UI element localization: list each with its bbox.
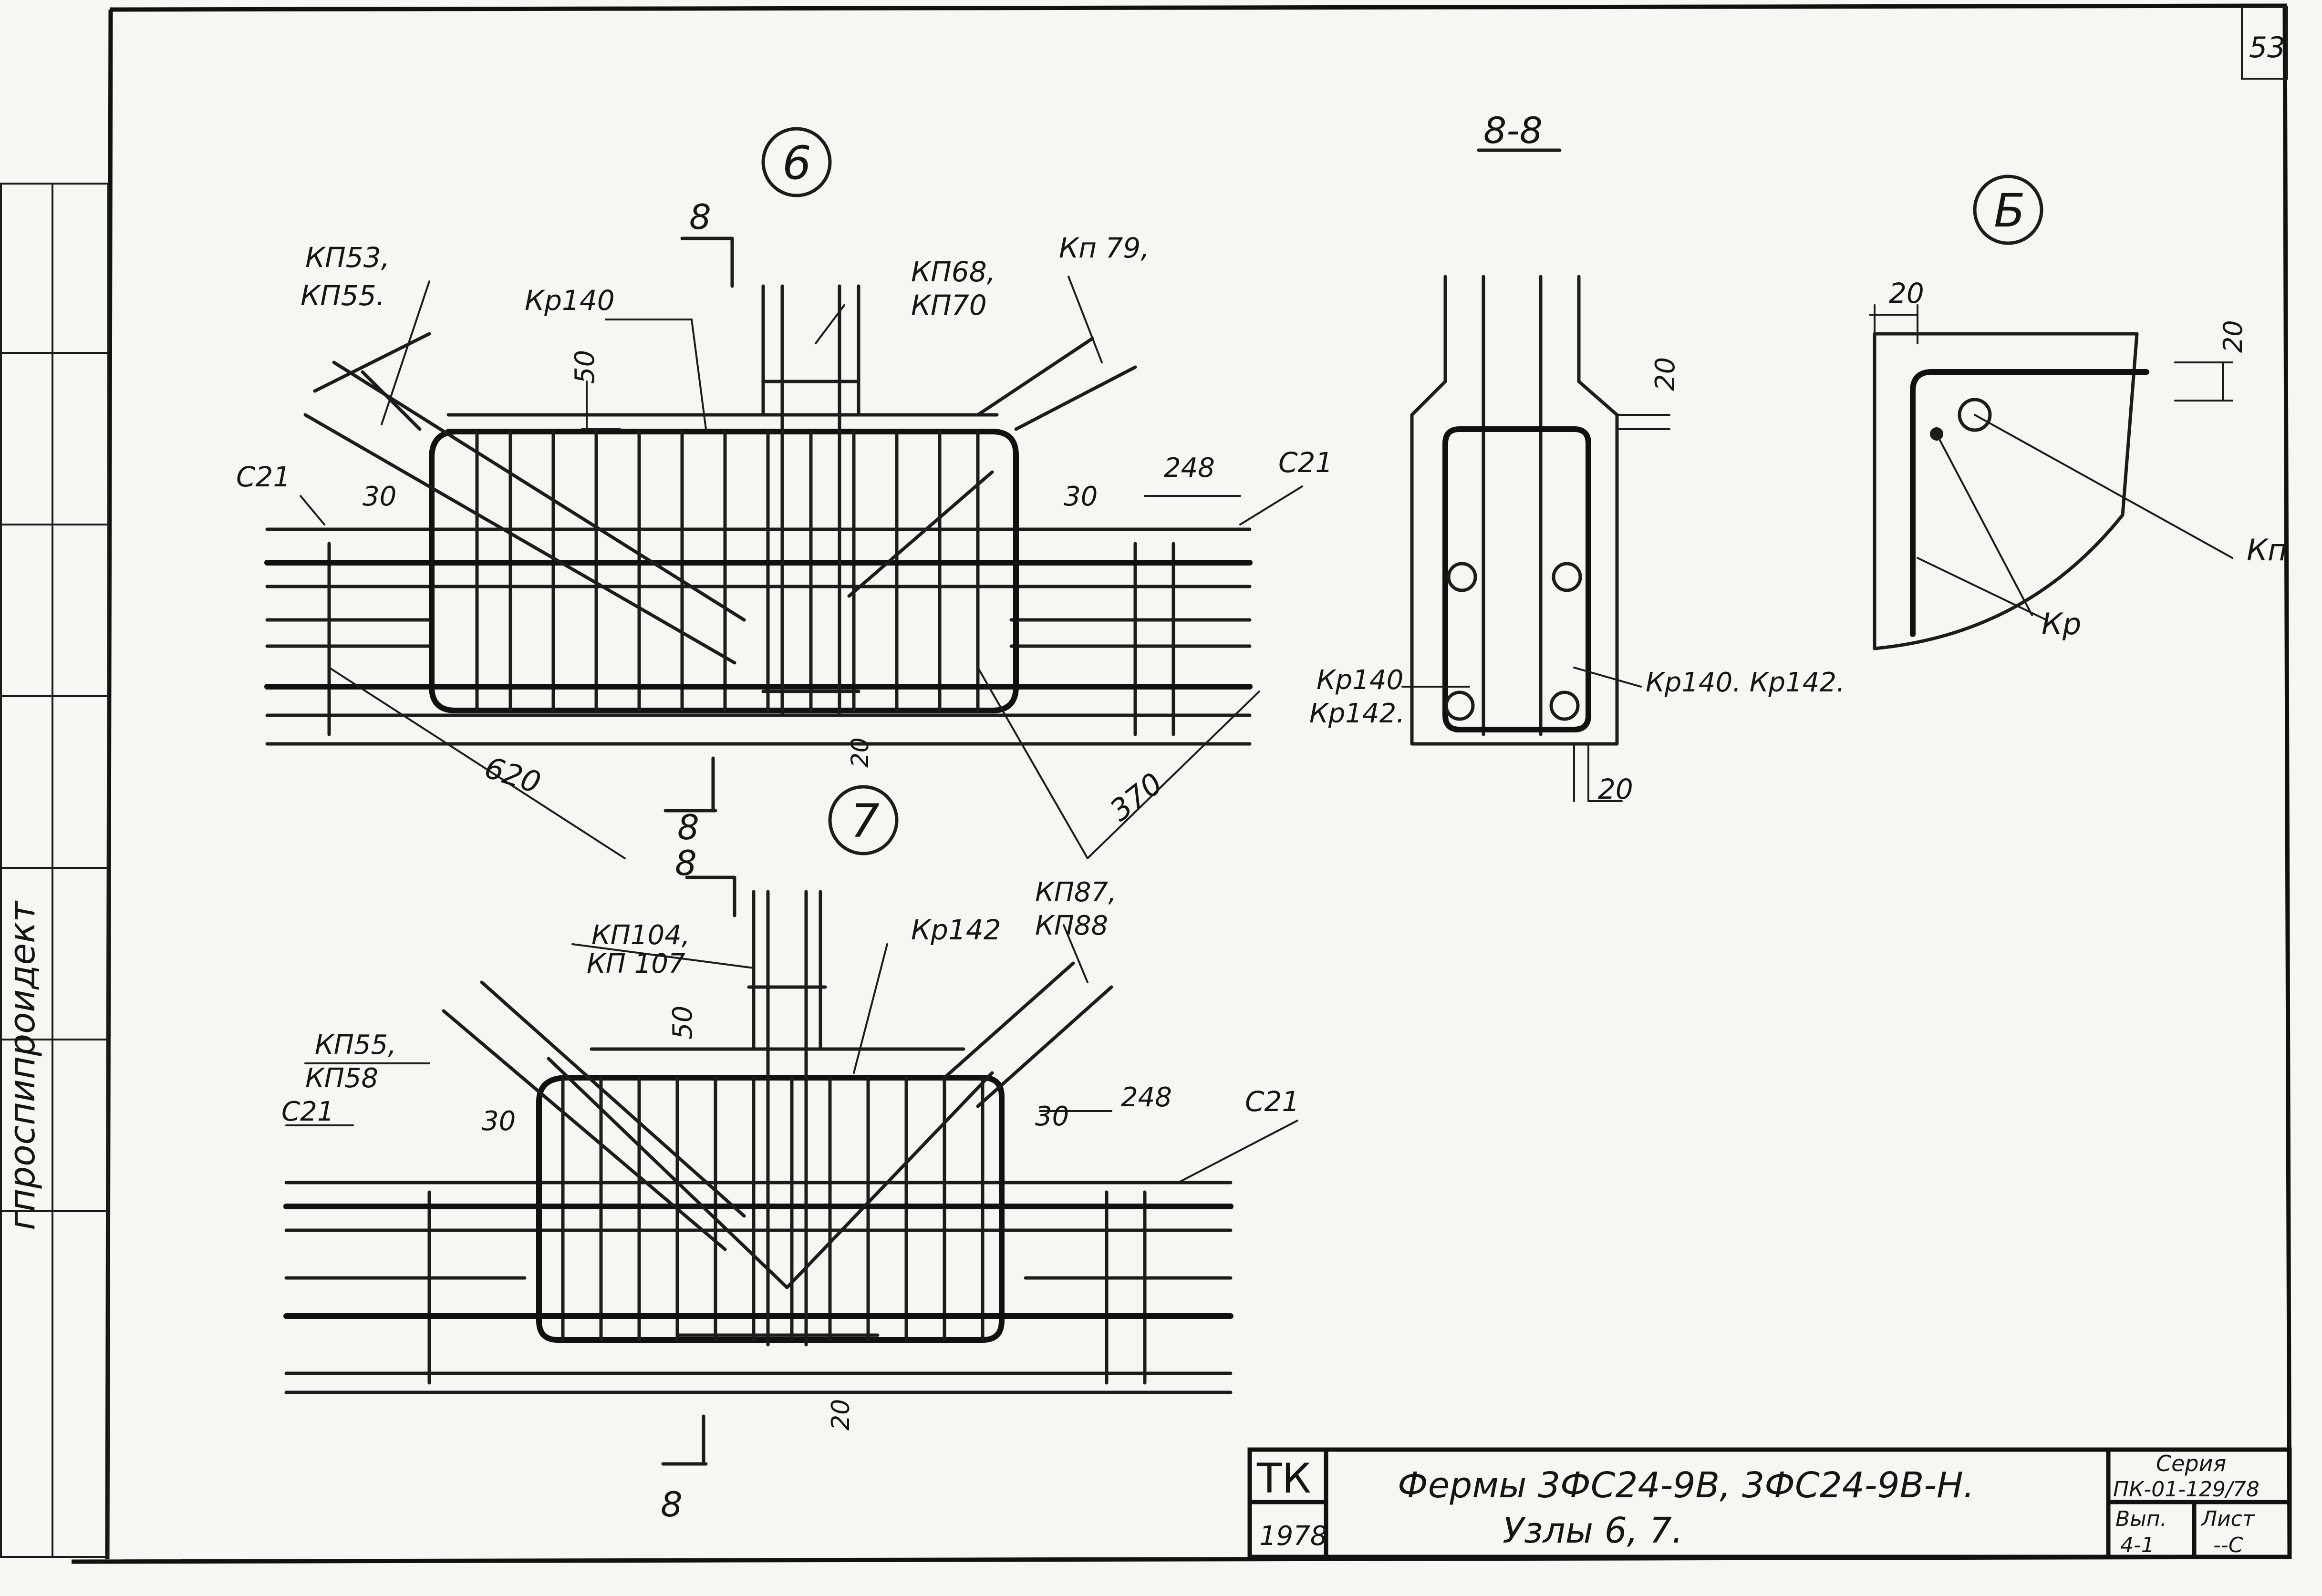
- dim-20-detail-right: 20: [2218, 320, 2248, 353]
- sheet-frame: [71, 3, 2292, 1564]
- dim-50-node6: 50: [570, 350, 601, 384]
- title-block-series-label: Серия: [2156, 1451, 2226, 1476]
- dim-20-detail-left: 20: [1889, 277, 1924, 309]
- dim-50-node7: 50: [667, 1006, 698, 1040]
- section-8-8-title: 8-8: [1483, 109, 1543, 152]
- detail-b-callout: [1973, 175, 2043, 245]
- dim-20-section-bottom: 20: [1598, 773, 1633, 805]
- dim-20-node6: 20: [846, 737, 874, 768]
- label-kp70: КП70: [911, 289, 987, 321]
- node-6-drawing: [264, 237, 1303, 859]
- label-kp104: КП104,: [591, 920, 690, 951]
- node-7-section-mark-top: 8: [675, 843, 697, 883]
- title-block-sheet-label: Лист: [2200, 1507, 2255, 1531]
- dim-30-left-node7: 30: [482, 1106, 516, 1137]
- dim-30-right-node7: 30: [1035, 1101, 1069, 1132]
- label-kp68: КП68,: [911, 256, 995, 288]
- node-6-label: 6: [782, 136, 811, 190]
- node-6-callout: [761, 127, 832, 197]
- label-kr142-section-left: Кр142.: [1309, 698, 1405, 729]
- label-c21-left-node7: С21: [281, 1096, 334, 1127]
- label-c21-right-node6: С21: [1278, 446, 1333, 479]
- title-block-frame: [1247, 1447, 2292, 1559]
- label-kr140-section-left: Кр140: [1316, 665, 1403, 696]
- label-kp87: КП87,: [1035, 877, 1117, 908]
- node-7-section-mark-bottom: 8: [661, 1484, 683, 1524]
- label-kp55: КП55.: [301, 279, 385, 312]
- label-c21-left-node6: С21: [236, 461, 290, 493]
- title-block-sheet-value: --С: [2213, 1533, 2243, 1557]
- node-6-section-mark-bottom: 8: [677, 807, 699, 847]
- node-6-section-mark-top: 8: [689, 197, 711, 237]
- detail-b-drawing: [1869, 304, 2233, 650]
- node-7-label: 7: [850, 794, 880, 848]
- title-block-org: ТК: [1256, 1455, 1311, 1503]
- label-kr142-node7: Кр142: [911, 914, 1001, 946]
- dim-30-right-node6: 30: [1064, 481, 1098, 512]
- left-strip-text: гпроспипроидект: [2, 901, 43, 1230]
- label-kp107: КП 107: [587, 948, 685, 979]
- label-kr140-node6: Кр140: [525, 284, 615, 317]
- sheet-number-box: [2241, 6, 2288, 80]
- node-7-drawing: [283, 875, 1298, 1466]
- left-strip-boxes: [0, 183, 109, 1558]
- label-kp53: КП53,: [305, 241, 390, 274]
- dim-248-node7: 248: [1121, 1082, 1172, 1113]
- label-kr140-kr142-section-right: Кр140. Кр142.: [1646, 667, 1845, 698]
- label-c21-right-node7: С21: [1245, 1085, 1299, 1118]
- label-kp-detail: Кп: [2247, 533, 2287, 567]
- dim-20-section-top: 20: [1650, 357, 1681, 391]
- node-7-callout: [828, 785, 899, 855]
- title-block-issue-value: 4-1: [2120, 1533, 2155, 1557]
- label-kp79: Кп 79,: [1059, 232, 1150, 264]
- label-kp58: КП58: [305, 1063, 378, 1094]
- title-block-series-value: ПК-01-129/78: [2113, 1477, 2260, 1502]
- label-kp88: КП88: [1035, 910, 1108, 941]
- title-block-year: 1978: [1259, 1521, 1327, 1552]
- detail-b-label: Б: [1994, 184, 2025, 237]
- sheet-number: 53: [2249, 31, 2285, 64]
- label-kp55-node7: КП55,: [315, 1030, 396, 1061]
- label-kr-detail: Кр: [2042, 607, 2081, 641]
- dim-20-node7: 20: [827, 1399, 855, 1431]
- section-8-8-drawing: [1401, 275, 1670, 802]
- dim-30-left-node6: 30: [363, 481, 396, 512]
- title-block-title-line2: Узлы 6, 7.: [1503, 1510, 1683, 1551]
- dim-248-node6: 248: [1164, 453, 1215, 484]
- title-block-title-line1: Фермы 3ФС24-9В, 3ФС24-9В-Н.: [1398, 1465, 1974, 1506]
- title-block-issue-label: Вып.: [2115, 1507, 2167, 1531]
